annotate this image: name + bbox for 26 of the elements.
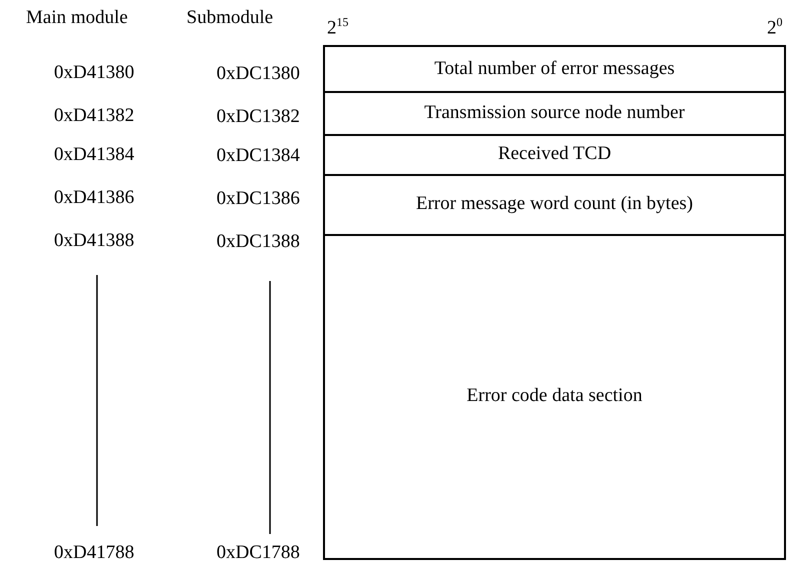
address-label: 0xDC1788 (216, 543, 300, 562)
address-label: 0xD41388 (54, 231, 134, 250)
address-label: 0xDC1384 (216, 146, 300, 165)
address-label: 0xD41788 (54, 543, 134, 562)
address-label: 0xDC1386 (216, 189, 300, 208)
field-label: Transmission source node number (424, 102, 685, 124)
address-label: 0xD41384 (54, 145, 134, 164)
column-header: Submodule (186, 8, 274, 27)
memory-field (323, 134, 786, 176)
field-label: Total number of error messages (434, 58, 675, 80)
memory-field (323, 91, 786, 136)
address-label: 0xDC1380 (216, 64, 300, 83)
address-label: 0xDC1388 (216, 232, 300, 251)
field-label: Error code data section (466, 385, 642, 407)
memory-field (323, 234, 786, 560)
address-label: 0xDC1382 (216, 107, 300, 126)
memory-field (323, 45, 786, 93)
field-label: Received TCD (498, 143, 612, 165)
bit-label: 2$^{0}$ (767, 16, 782, 38)
column-header: Main module (26, 8, 128, 27)
address-label: 0xD41380 (54, 63, 134, 82)
field-label: Error message word count (in bytes) (416, 193, 693, 215)
memory-field (323, 174, 786, 236)
bit-label: 2$^{15}$ (327, 16, 348, 38)
address-label: 0xD41386 (54, 188, 134, 207)
address-label: 0xD41382 (54, 106, 134, 125)
